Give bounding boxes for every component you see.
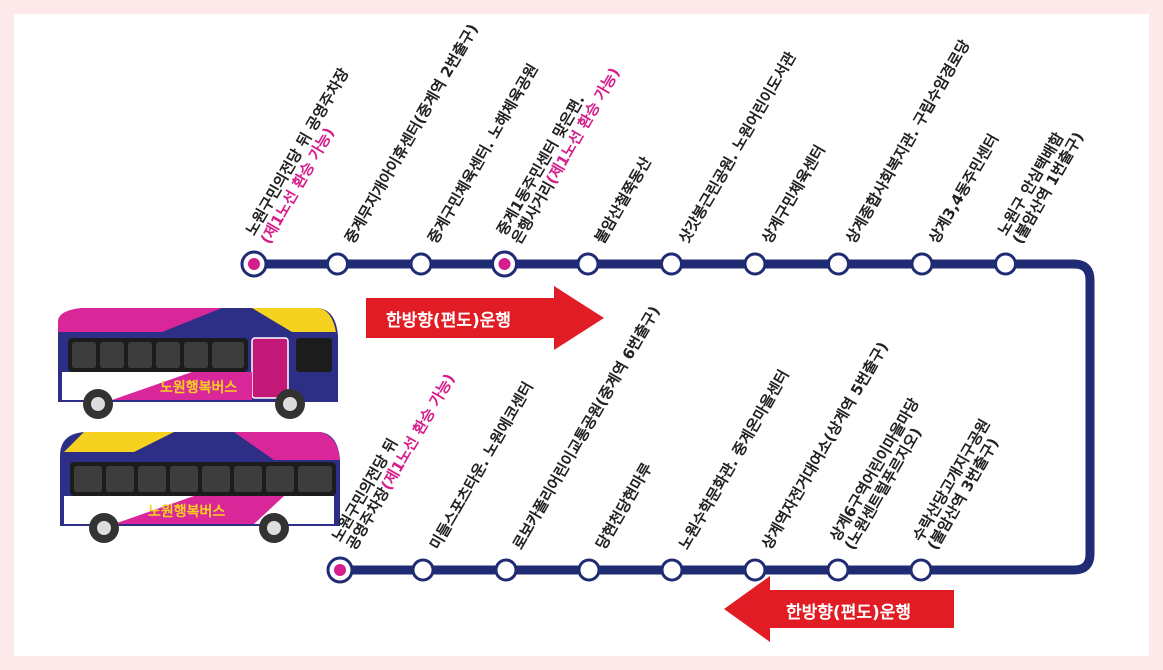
- top_route-stop-marker-9: [994, 252, 1017, 276]
- bottom_route-stop-marker-3: [577, 558, 601, 582]
- direction-arrow-bottom: [724, 576, 954, 642]
- direction-label-top: 한방향(편도)운행: [386, 311, 512, 331]
- bus-illustration-bottom: 노원행복버스: [60, 432, 340, 543]
- direction-label-bottom: 한방향(편도)운행: [786, 603, 912, 623]
- top_route-stop-marker-3: [491, 250, 518, 278]
- top_route-stop-marker-0: [240, 250, 268, 278]
- bottom_route-stop-marker-4: [660, 558, 684, 582]
- top_route-stop-marker-8: [910, 252, 934, 276]
- bottom_route-stop-marker-2: [494, 558, 518, 582]
- bottom_route-stop-marker-1: [411, 558, 435, 582]
- top_route-stop-marker-1: [326, 252, 349, 276]
- top_route-stop-marker-6: [743, 252, 767, 276]
- top_route-stop-marker-5: [660, 252, 683, 276]
- top_route-stop-marker-2: [409, 252, 433, 276]
- bottom_route-stop-marker-0: [326, 556, 354, 584]
- svg-text:노원행복버스: 노원행복버스: [160, 379, 237, 396]
- route-map-card: 노원행복버스 노원행복버스: [14, 14, 1149, 656]
- svg-text:노원행복버스: 노원행복버스: [148, 503, 225, 520]
- bus-illustration-top: 노원행복버스: [58, 308, 338, 419]
- top_route-stop-marker-4: [576, 252, 600, 276]
- direction-arrow-top: [366, 286, 604, 350]
- bottom_route-stop-marker-7: [909, 558, 933, 582]
- bottom_route-stop-marker-6: [826, 558, 850, 582]
- route-line: [249, 259, 1095, 575]
- bottom_route-stop-marker-5: [743, 558, 767, 582]
- top_route-stop-marker-7: [827, 252, 850, 276]
- route-diagram: 노원행복버스 노원행복버스: [58, 250, 1095, 642]
